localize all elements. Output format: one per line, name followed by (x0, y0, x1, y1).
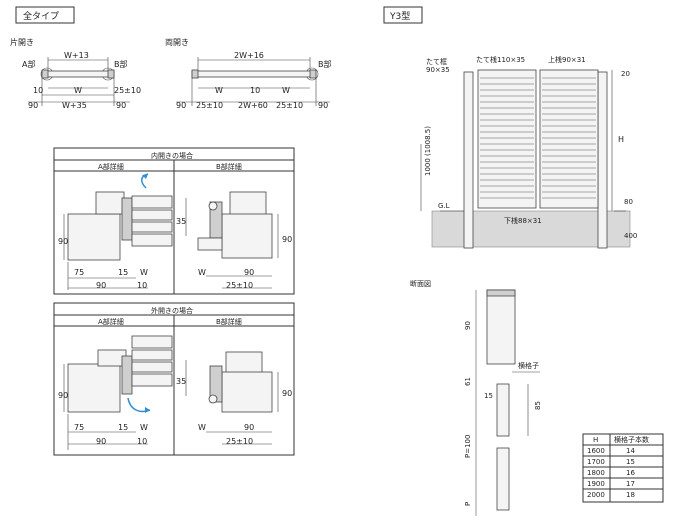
section-d90: 90 (464, 321, 472, 330)
inward-a-w: W (140, 268, 148, 277)
y3-gl: G.L (438, 202, 450, 210)
section-view-label: 断面図 (410, 279, 431, 288)
table-header-count: 横格子本数 (614, 435, 649, 444)
inward-a-75: 75 (74, 268, 84, 277)
section-d85: 85 (534, 401, 542, 410)
double-ninety-r: 90 (318, 101, 328, 110)
y3-vertical-bar: たて桟110×35 (476, 55, 525, 64)
double-open-label: 両開き (165, 38, 189, 47)
table-cell-h: 1700 (587, 458, 605, 466)
single-w13: W+13 (64, 51, 89, 60)
double-w-l: W (215, 86, 223, 95)
outward-b-tol: 25±10 (226, 437, 253, 446)
double-w60: 2W+60 (238, 101, 268, 110)
y3-elevation (420, 69, 631, 249)
table-cell-h: 1900 (587, 480, 605, 488)
outward-a-90: 90 (96, 437, 106, 446)
inward-b-35: 35 (176, 217, 186, 226)
double-ten: 10 (250, 86, 260, 95)
table-cell-count: 15 (626, 458, 635, 466)
single-tol: 25±10 (114, 86, 141, 95)
outward-a-10: 10 (137, 437, 147, 446)
outward-a-75: 75 (74, 423, 84, 432)
inward-a-15: 15 (118, 268, 128, 277)
table-cell-count: 18 (626, 491, 635, 499)
h-bar-count-table (582, 433, 664, 503)
outward-detail-panel (53, 302, 295, 456)
single-open-label: 片開き (10, 37, 34, 47)
outward-b-90: 90 (244, 423, 254, 432)
outward-a-detail: A部詳細 (98, 317, 124, 326)
table-cell-count: 16 (626, 469, 635, 477)
inward-b-90: 90 (244, 268, 254, 277)
gate-slats (480, 77, 596, 199)
table-header-h: H (593, 436, 598, 444)
inward-b-90v: 90 (282, 235, 292, 244)
section-horizontal-bar: 横格子 (518, 361, 539, 370)
double-gate-plan (176, 57, 330, 106)
inward-b-w: W (198, 268, 206, 277)
single-w: W (74, 86, 82, 95)
model-label: Y3型 (389, 11, 410, 22)
double-w16: 2W+16 (234, 51, 264, 60)
double-ninety-l: 90 (176, 101, 186, 110)
table-cell-h: 1800 (587, 469, 605, 477)
y3-d1000: 1000 (1008.5) (424, 126, 432, 176)
single-part-a: A部 (22, 59, 35, 69)
single-ten: 10 (33, 86, 43, 95)
section-d15: 15 (484, 392, 493, 400)
inward-a-90v: 90 (58, 237, 68, 246)
outward-a-90v: 90 (58, 391, 68, 400)
single-w35: W+35 (62, 101, 87, 110)
double-tol-r: 25±10 (276, 101, 303, 110)
single-ninety-r: 90 (116, 101, 126, 110)
outward-b-detail: B部詳細 (216, 317, 242, 326)
table-cells: 1600 14 1700 15 1800 16 1900 17 2000 18 (587, 447, 635, 499)
inward-a-90: 90 (96, 281, 106, 290)
double-part-b: B部 (318, 59, 332, 69)
y3-top-bar: 上桟90×31 (548, 55, 586, 64)
table-cell-count: 17 (626, 480, 635, 488)
y3-d80: 80 (624, 198, 633, 206)
inward-case-title: 内開きの場合 (151, 151, 193, 160)
y3-h: H (618, 135, 624, 144)
inward-a-detail: A部詳細 (98, 162, 124, 171)
y3-d20: 20 (621, 70, 630, 78)
table-cell-count: 14 (626, 447, 635, 455)
model-label-box (383, 6, 423, 24)
y3-bottom-bar: 下桟88×31 (504, 216, 542, 225)
table-cell-h: 1600 (587, 447, 605, 455)
single-part-b: B部 (114, 59, 128, 69)
section-view-drawing (475, 289, 540, 516)
outward-b-w: W (198, 423, 206, 432)
table-cell-h: 2000 (587, 491, 605, 499)
section-p100: P=100 (464, 435, 472, 458)
outward-a-w: W (140, 423, 148, 432)
inward-b-detail: B部詳細 (216, 162, 242, 171)
all-type-label-box (15, 6, 75, 24)
single-ninety-l: 90 (28, 101, 38, 110)
outward-b-90v: 90 (282, 389, 292, 398)
outward-b-35: 35 (176, 377, 186, 386)
section-d61: 61 (464, 377, 472, 386)
single-gate-plan (28, 57, 130, 106)
inward-a-10: 10 (137, 281, 147, 290)
section-p: P (464, 502, 472, 506)
double-w-r: W (282, 86, 290, 95)
inward-b-tol: 25±10 (226, 281, 253, 290)
y3-d400: 400 (624, 232, 637, 240)
outward-case-title: 外開きの場合 (151, 306, 193, 315)
all-type-label: 全タイプ (23, 10, 59, 22)
outward-a-15: 15 (118, 423, 128, 432)
inward-detail-panel (53, 147, 295, 295)
double-tol-l: 25±10 (196, 101, 223, 110)
